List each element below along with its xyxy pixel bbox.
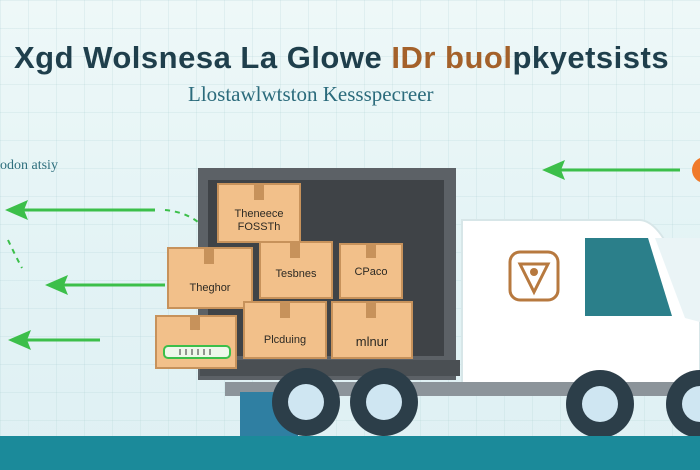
box-label-middle-right: CPaco (354, 266, 388, 278)
box-label-bottom-center: Plcduing (263, 334, 307, 346)
cardboard-box (243, 301, 327, 359)
box-label-bottom-right: mlnur (355, 334, 389, 349)
orange-dot (692, 158, 700, 182)
truck-window (585, 238, 672, 316)
side-label: odon atsiy (0, 158, 58, 173)
headline-part-1: Xgd Wolsnesa La Glowe (14, 40, 392, 75)
wheel (272, 368, 340, 436)
cardboard-box (167, 247, 253, 309)
cardboard-box (259, 241, 333, 299)
arrow-left-icon (542, 160, 680, 180)
wheel (666, 370, 700, 438)
cardboard-box (331, 301, 413, 359)
box-label-top: Theneece FOSSTh (234, 208, 284, 233)
cardboard-box (217, 183, 301, 243)
truck-logo-icon (508, 250, 560, 302)
cardboard-box (339, 243, 403, 299)
arrow-left-icon (45, 275, 165, 295)
arrow-left-icon (8, 330, 100, 350)
subheadline: Llostawlwtston Kessspecreer (188, 82, 434, 106)
wheel (350, 368, 418, 436)
headline-part-2: IDr buol (391, 40, 513, 75)
headline-part-3: pkyetsists (512, 40, 670, 75)
ground-strip (0, 436, 700, 470)
headline: Xgd Wolsnesa La Glowe IDr buolpkyetsists (14, 40, 694, 76)
box-label-middle-center: Tesbnes (275, 268, 317, 280)
cardboard-box (155, 315, 237, 369)
barcode-label-icon (163, 345, 231, 359)
wheel (566, 370, 634, 438)
box-label-middle-left: Theghor (189, 282, 231, 294)
arrow-left-icon (5, 200, 199, 223)
